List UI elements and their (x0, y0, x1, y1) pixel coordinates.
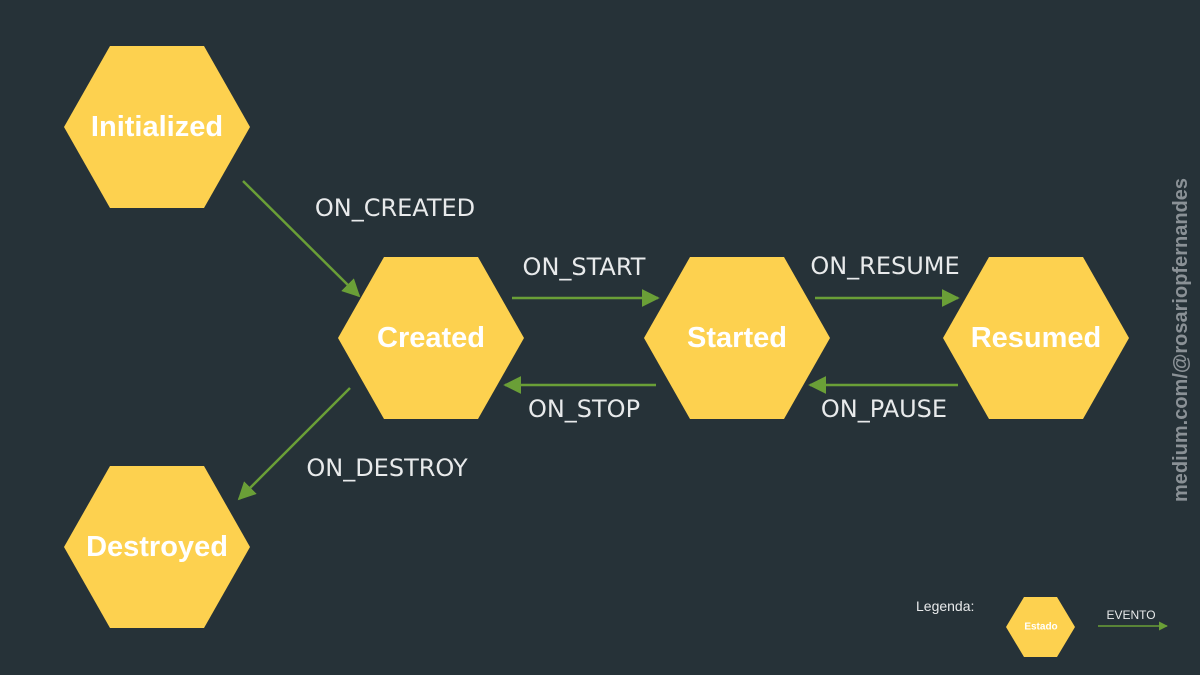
event-label-on-created: ON_CREATED (315, 194, 475, 222)
event-label-on-stop: ON_STOP (528, 395, 640, 423)
state-label-started: Started (687, 322, 787, 354)
event-label-on-start: ON_START (523, 253, 646, 281)
hexagon-shape (943, 257, 1129, 419)
hexagon-shape (644, 257, 830, 419)
hexagon-shape (338, 257, 524, 419)
legend-hexagon (1006, 597, 1075, 657)
hexagon-shape (64, 466, 250, 628)
state-created: Created (338, 257, 524, 419)
hexagon-shape (64, 46, 250, 208)
event-label-on-resume: ON_RESUME (810, 252, 959, 280)
event-label-on-destroy: ON_DESTROY (306, 454, 468, 482)
state-started: Started (644, 257, 830, 419)
event-label-on-pause: ON_PAUSE (821, 395, 947, 423)
state-initialized: Initialized (64, 46, 250, 208)
state-label-created: Created (377, 322, 485, 354)
state-label-initialized: Initialized (91, 111, 223, 143)
state-label-resumed: Resumed (971, 322, 1102, 354)
arrow-on-destroy (237, 387, 351, 501)
legend-event-sample: EVENTO (1106, 608, 1155, 622)
legend: Legenda: Estado EVENTO (916, 597, 1168, 657)
state-label-destroyed: Destroyed (86, 531, 228, 563)
legend-title: Legenda: (916, 598, 974, 614)
arrow-on-created (242, 180, 361, 298)
state-destroyed: Destroyed (64, 466, 250, 628)
author-credit: medium.com/@rosariopfernandes (1170, 178, 1192, 502)
legend-state-sample: Estado (1024, 622, 1057, 633)
state-resumed: Resumed (943, 257, 1129, 419)
